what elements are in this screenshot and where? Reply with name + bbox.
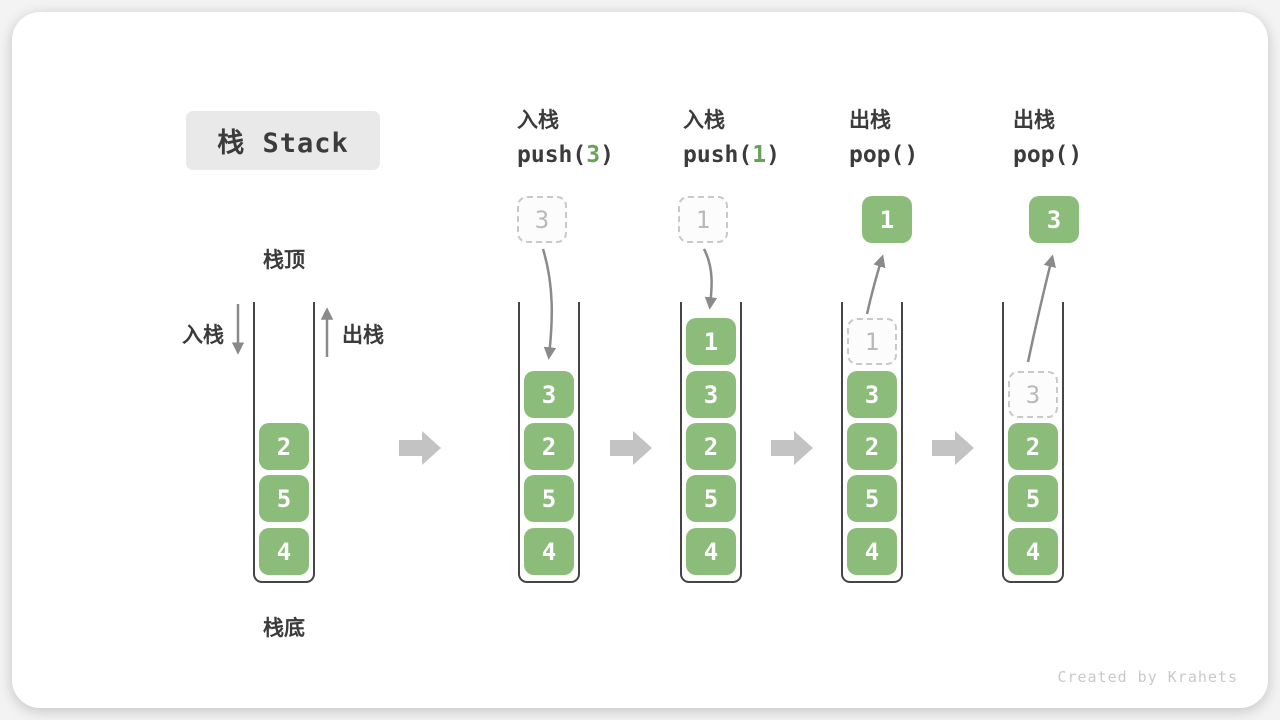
stack-item: 2 xyxy=(1008,423,1058,470)
stack-item: 5 xyxy=(524,475,574,522)
title-badge: 栈 Stack xyxy=(186,111,380,170)
stack-item: 5 xyxy=(259,475,309,522)
operation-code: pop() xyxy=(849,142,918,168)
stack-item: 4 xyxy=(524,528,574,575)
stack-item: 5 xyxy=(847,475,897,522)
stack-item: 4 xyxy=(686,528,736,575)
operation-push-3: 入栈 push(3) xyxy=(517,107,614,168)
next-step-arrow xyxy=(932,431,974,465)
next-step-arrow xyxy=(399,431,441,465)
code-fn: pop( xyxy=(1013,142,1069,168)
code-fn: push( xyxy=(683,142,753,168)
operation-pop-1: 出栈 pop() xyxy=(849,107,918,168)
operation-pop-3: 出栈 pop() xyxy=(1013,107,1082,168)
stack-item: 5 xyxy=(1008,475,1058,522)
push-side-label: 入栈 xyxy=(182,323,224,347)
popped-value-box: 1 xyxy=(862,196,912,243)
code-fn: pop( xyxy=(849,142,905,168)
incoming-value-box: 1 xyxy=(678,196,728,243)
stack-vessel-after-pop-3 xyxy=(1002,302,1064,583)
code-end: ) xyxy=(904,142,919,168)
code-end: ) xyxy=(766,142,780,168)
incoming-value-box: 3 xyxy=(517,196,567,243)
operation-name: 出栈 xyxy=(1013,108,1055,132)
stack-vessel-after-push-1 xyxy=(680,302,742,583)
operation-name: 入栈 xyxy=(683,108,725,132)
code-end: ) xyxy=(600,142,614,168)
stack-vessel-after-push-3 xyxy=(518,302,580,583)
stack-item: 3 xyxy=(847,371,897,418)
operation-name: 出栈 xyxy=(849,108,891,132)
operation-code: push(1) xyxy=(683,142,780,168)
stack-vessel-after-pop-1 xyxy=(841,302,903,583)
operation-push-1: 入栈 push(1) xyxy=(683,107,780,168)
code-fn: push( xyxy=(517,142,587,168)
code-arg: 3 xyxy=(586,142,601,168)
stack-item: 4 xyxy=(1008,528,1058,575)
operation-name: 入栈 xyxy=(517,108,559,132)
diagram-canvas: 栈 Stack 入栈 push(3) 入栈 push(1) 出栈 pop() 出… xyxy=(12,12,1268,708)
removed-slot-box: 3 xyxy=(1008,371,1058,418)
stack-item: 2 xyxy=(847,423,897,470)
stack-item: 4 xyxy=(259,528,309,575)
next-step-arrow xyxy=(610,431,652,465)
push-1-arrow xyxy=(702,248,718,310)
operation-code: pop() xyxy=(1013,142,1082,168)
stack-item: 2 xyxy=(686,423,736,470)
code-arg: 1 xyxy=(752,142,767,168)
stack-item: 5 xyxy=(686,475,736,522)
stack-item: 1 xyxy=(686,318,736,365)
title-label: 栈 Stack xyxy=(217,128,349,159)
popped-value-box: 3 xyxy=(1029,196,1079,243)
stack-top-label: 栈顶 xyxy=(263,248,305,272)
stack-item: 2 xyxy=(259,423,309,470)
stack-bottom-label: 栈底 xyxy=(263,616,305,640)
removed-slot-box: 1 xyxy=(847,318,897,365)
stack-item: 4 xyxy=(847,528,897,575)
stack-item: 3 xyxy=(686,371,736,418)
stack-vessel-initial xyxy=(253,302,315,583)
stack-item: 3 xyxy=(524,371,574,418)
stack-item: 2 xyxy=(524,423,574,470)
watermark: Created by Krahets xyxy=(1057,668,1238,686)
pop-side-label: 出栈 xyxy=(342,323,384,347)
next-step-arrow xyxy=(771,431,813,465)
code-end: ) xyxy=(1068,142,1083,168)
operation-code: push(3) xyxy=(517,142,614,168)
